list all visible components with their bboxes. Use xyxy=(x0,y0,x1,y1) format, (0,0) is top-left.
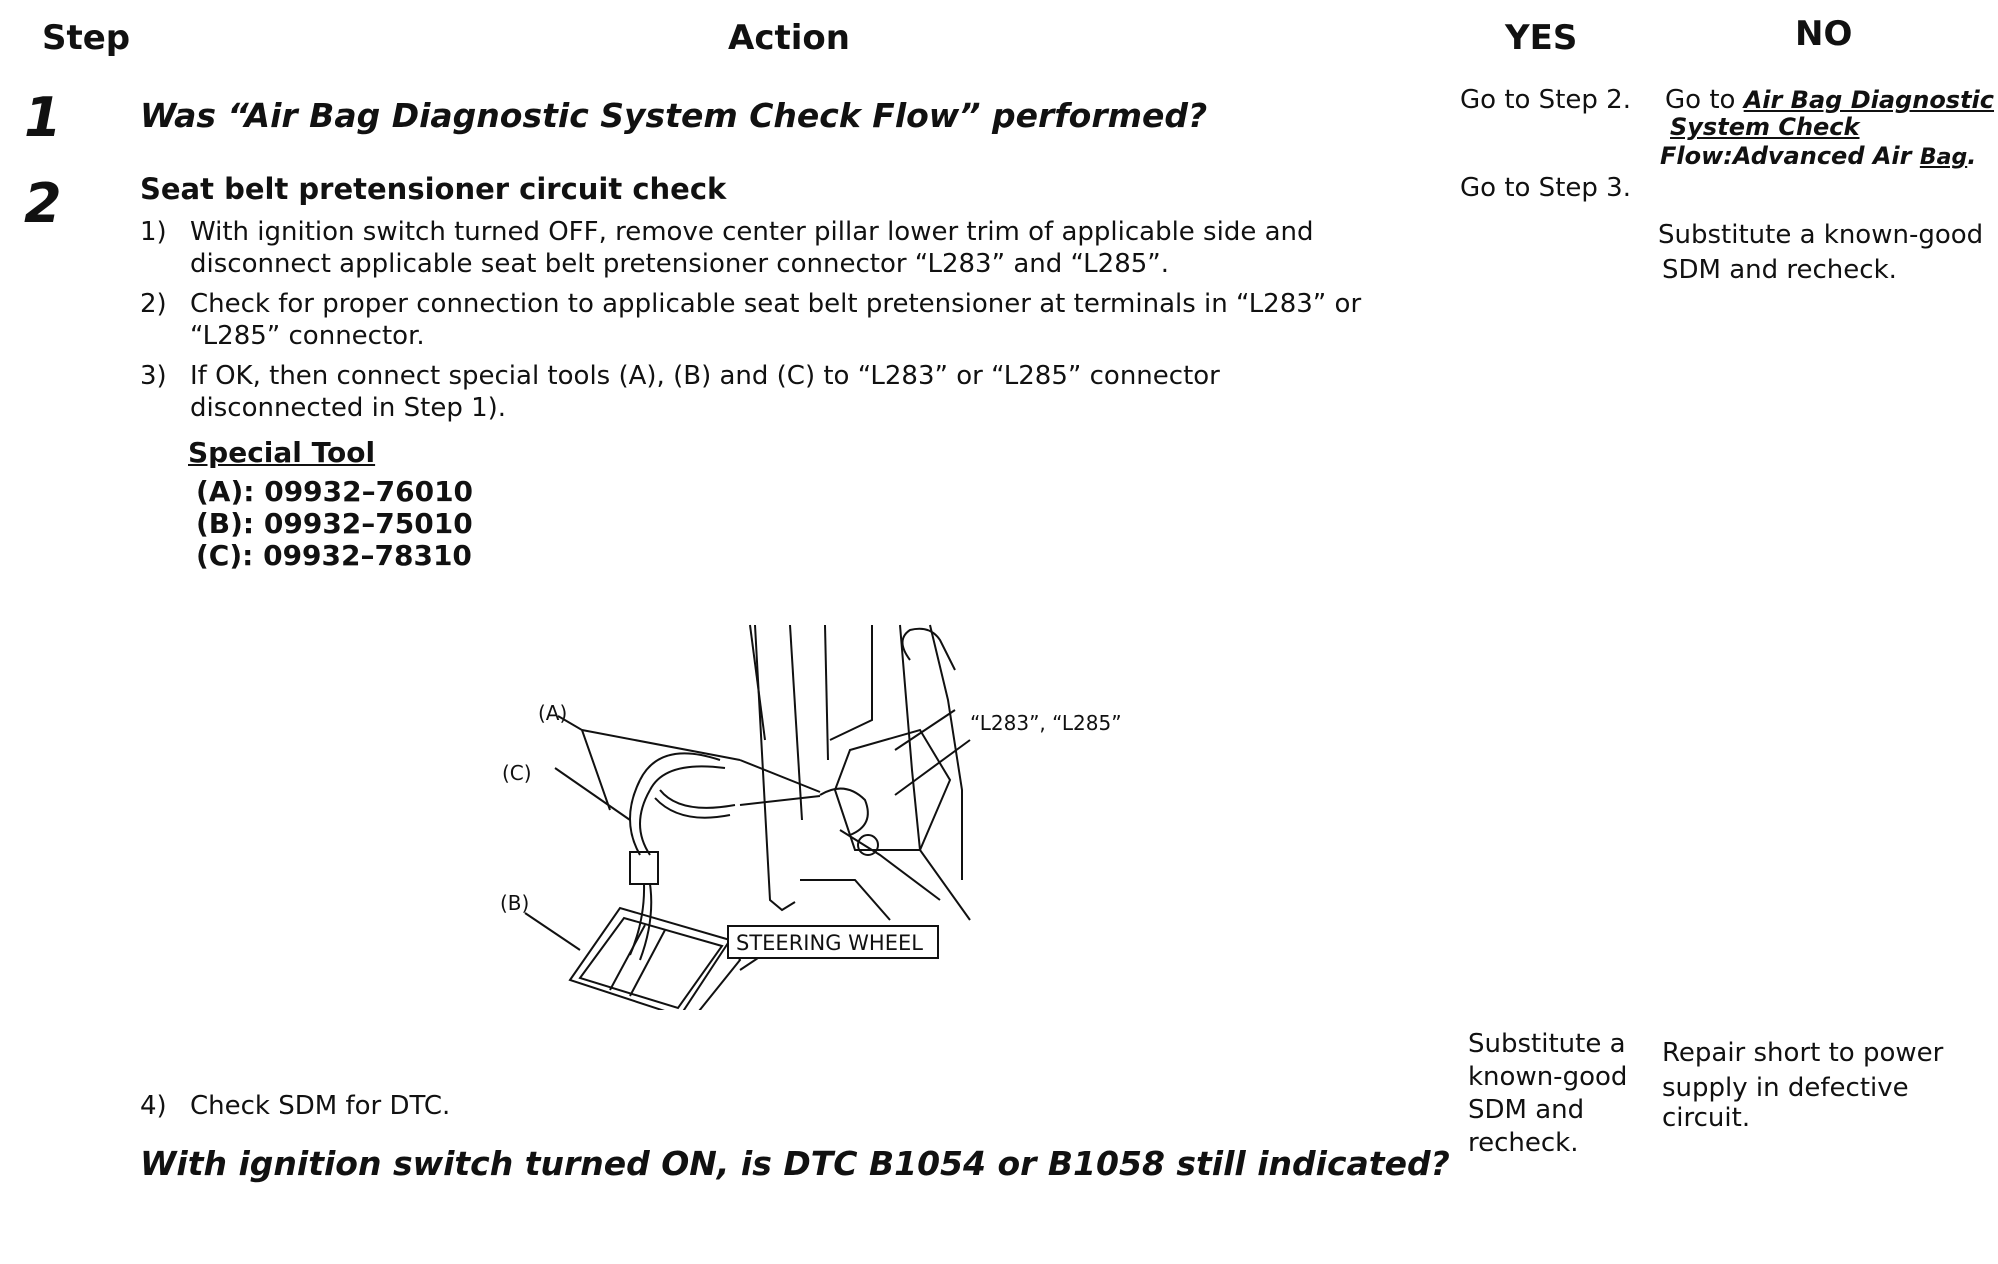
yes-line: Substitute a xyxy=(1468,1029,1626,1059)
list-item: 3) If OK, then connect special tools (A)… xyxy=(140,360,1440,424)
step-1-no-line3: Flow:Advanced Air Bag. xyxy=(1660,142,1976,172)
list-item: 4) Check SDM for DTC. xyxy=(140,1090,940,1122)
no-line: Repair short to power xyxy=(1662,1038,1944,1068)
list-item: 1) With ignition switch turned OFF, remo… xyxy=(140,216,1440,280)
yes-line: SDM and xyxy=(1468,1095,1585,1125)
instruction-list: 1) With ignition switch turned OFF, remo… xyxy=(140,216,1440,424)
header-no: NO xyxy=(1795,14,1853,54)
item-text-line: Check for proper connection to applicabl… xyxy=(190,289,1362,319)
label-steering-wheel: STEERING WHEEL xyxy=(736,931,923,955)
item-number: 2) xyxy=(140,289,167,319)
bag-link[interactable]: Bag xyxy=(1919,145,1968,170)
label-a: (A) xyxy=(538,701,567,725)
yes-line: recheck. xyxy=(1468,1128,1579,1158)
step-2-no-upper-line1: Substitute a known-good xyxy=(1658,220,1984,250)
header-yes: YES xyxy=(1505,18,1578,58)
item-text-line: “L285” connector. xyxy=(190,321,425,351)
step-1-number: 1 xyxy=(24,86,62,149)
system-check-link[interactable]: System Check xyxy=(1670,113,1860,141)
step-2-question: With ignition switch turned ON, is DTC B… xyxy=(140,1144,1450,1183)
label-b: (B) xyxy=(500,891,529,915)
step-1-no: Go to Air Bag Diagnostic xyxy=(1665,84,1994,117)
no-line: supply in defective xyxy=(1662,1073,1909,1103)
air-bag-diagnostic-link[interactable]: Air Bag Diagnostic xyxy=(1743,86,1995,114)
step-1-yes: Go to Step 2. xyxy=(1460,85,1631,115)
item-number: 1) xyxy=(140,217,167,247)
step-2-no-upper-line2: SDM and recheck. xyxy=(1662,255,1897,285)
header-action: Action xyxy=(728,18,850,58)
item-text-line: Check SDM for DTC. xyxy=(190,1091,451,1121)
no-line: circuit. xyxy=(1662,1103,1751,1133)
step-2-title: Seat belt pretensioner circuit check xyxy=(140,172,727,206)
special-tool-label: Special Tool xyxy=(188,436,376,469)
item-number: 3) xyxy=(140,361,167,391)
step-2-no-lower: Repair short to power supply in defectiv… xyxy=(1662,1034,1943,1132)
item-text-line: disconnected in Step 1). xyxy=(190,393,507,423)
item-text-line: If OK, then connect special tools (A), (… xyxy=(190,361,1220,391)
step-2-yes-lower: Substitute a known-good SDM and recheck. xyxy=(1468,1028,1627,1160)
item-text-line: disconnect applicable seat belt pretensi… xyxy=(190,249,1170,279)
tool-c: (C): 09932–78310 xyxy=(196,539,472,572)
item-text-line: With ignition switch turned OFF, remove … xyxy=(190,217,1314,247)
item-number: 4) xyxy=(140,1091,167,1121)
steering-wheel-box xyxy=(727,925,939,959)
tool-b: (B): 09932–75010 xyxy=(196,507,473,540)
period: . xyxy=(1967,142,1977,170)
list-item: 2) Check for proper connection to applic… xyxy=(140,288,1440,352)
header-step: Step xyxy=(42,18,131,58)
label-c: (C) xyxy=(502,761,532,785)
step-2-yes-upper: Go to Step 3. xyxy=(1460,173,1631,203)
yes-line: known-good xyxy=(1468,1062,1628,1092)
step-2-number: 2 xyxy=(24,172,62,235)
step-1-question: Was “Air Bag Diagnostic System Check Flo… xyxy=(140,96,1208,135)
tool-a: (A): 09932–76010 xyxy=(196,475,474,508)
label-connector: “L283”, “L285” xyxy=(970,711,1122,735)
pretensioner-connection-diagram: (A) (C) (B) “L283”, “L285” STEERING WHEE… xyxy=(500,624,1122,1010)
advanced-air-text: Flow:Advanced Air xyxy=(1660,142,1912,170)
step-1-no-prefix: Go to xyxy=(1665,85,1736,115)
